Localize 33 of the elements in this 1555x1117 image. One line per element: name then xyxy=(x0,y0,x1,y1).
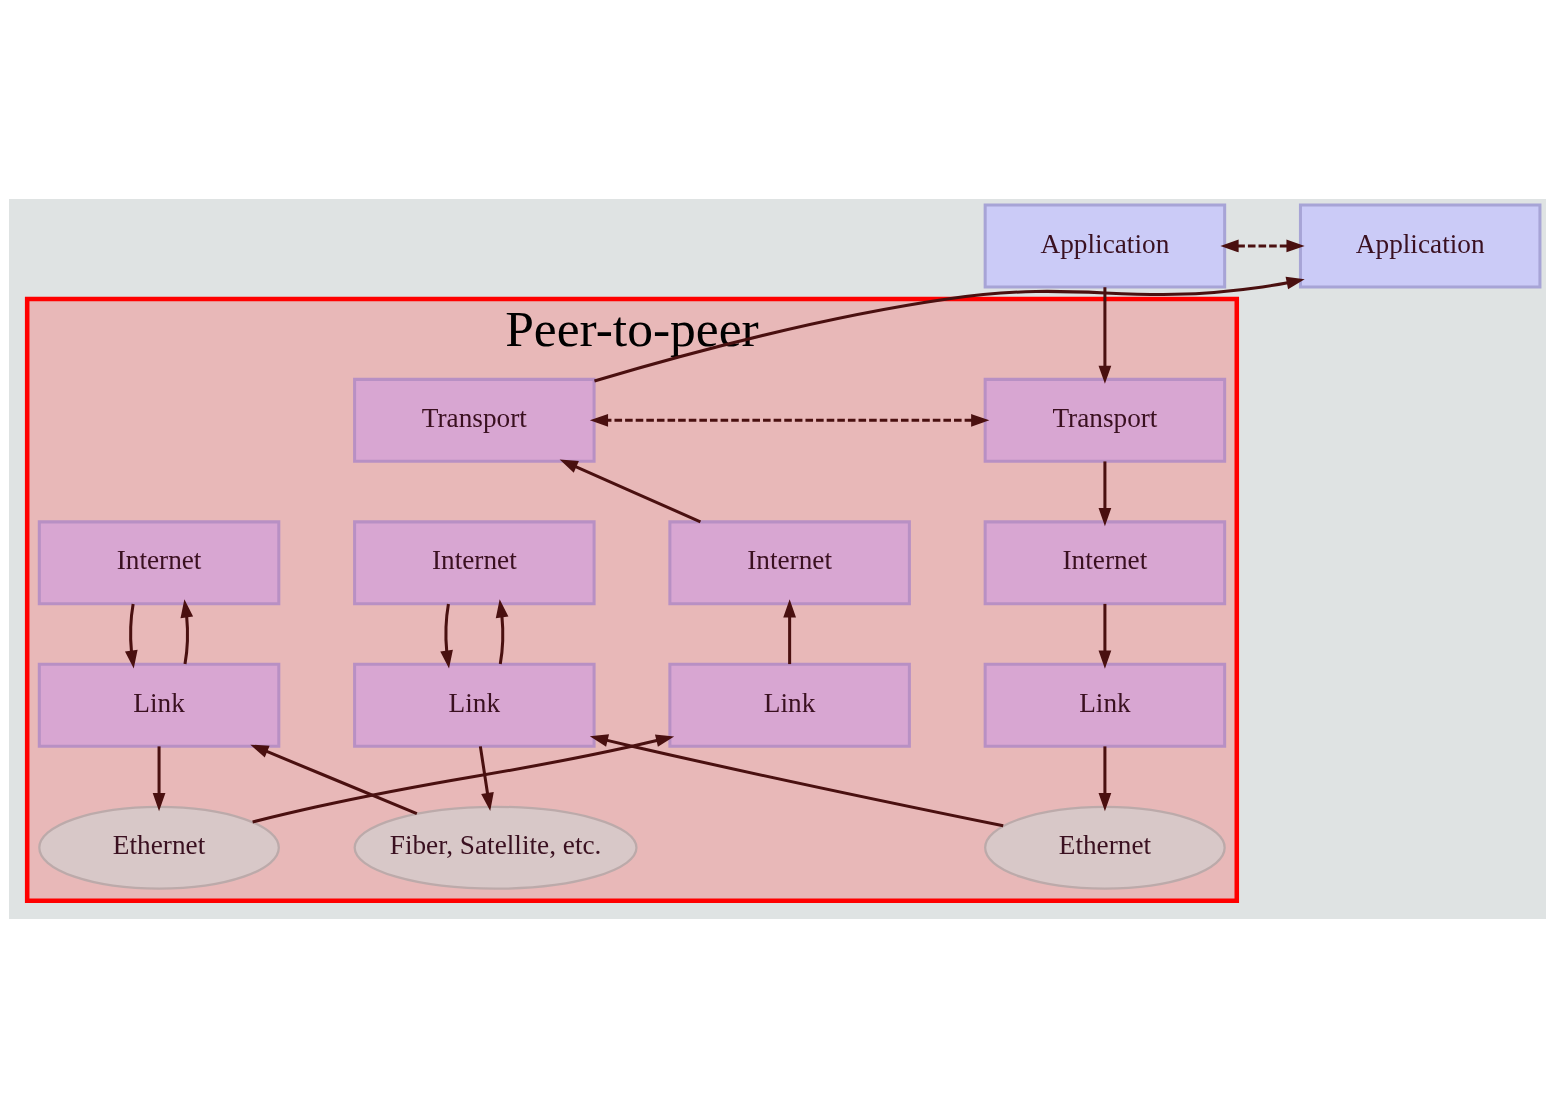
arrow xyxy=(125,603,138,669)
node-box: Application xyxy=(1298,203,1542,288)
arrow xyxy=(589,413,990,427)
arrow xyxy=(152,745,166,811)
arrow xyxy=(180,598,194,664)
arrow xyxy=(478,745,494,811)
arrow xyxy=(1098,460,1112,526)
node-box: Internet xyxy=(983,519,1227,605)
arrow xyxy=(252,733,675,823)
node-box: Link xyxy=(983,662,1227,748)
arrow xyxy=(559,459,702,523)
arrow xyxy=(594,276,1305,382)
arrow xyxy=(589,733,1004,827)
node-box: Link xyxy=(353,662,596,748)
arrow xyxy=(1098,745,1112,811)
node-box: Internet xyxy=(668,519,911,605)
node-box: Application xyxy=(983,203,1227,288)
arrow xyxy=(1098,603,1112,669)
arrow xyxy=(250,744,418,815)
arrow xyxy=(783,598,796,664)
node-box: Internet xyxy=(353,519,596,605)
arrow xyxy=(440,603,453,669)
node-box: Transport xyxy=(983,377,1227,463)
node-box: Internet xyxy=(37,519,281,605)
arrow xyxy=(1220,239,1305,252)
arrow xyxy=(1098,286,1112,384)
arrow xyxy=(495,598,509,664)
node-ellipse: Fiber, Satellite, etc. xyxy=(353,805,638,890)
node-box: Link xyxy=(668,662,911,748)
node-box: Link xyxy=(37,662,281,748)
node-box: Transport xyxy=(353,377,596,463)
node-ellipse: Ethernet xyxy=(984,805,1226,890)
node-ellipse: Ethernet xyxy=(38,805,280,890)
